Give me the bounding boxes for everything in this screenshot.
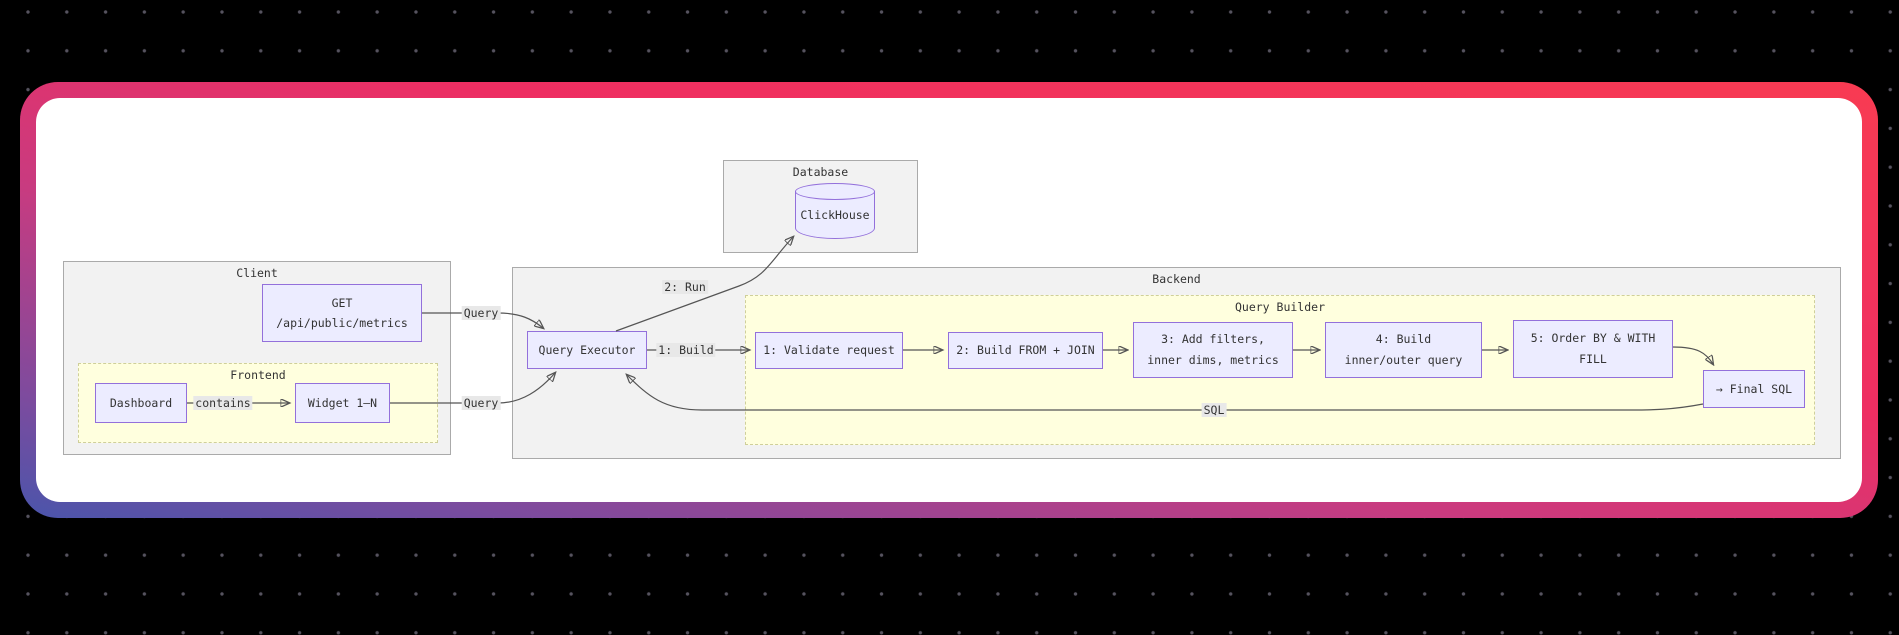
step3-node: 3: Add filters, inner dims, metrics: [1133, 322, 1293, 378]
edge-label-sql: SQL: [1201, 403, 1227, 417]
clickhouse-node: ClickHouse: [795, 183, 875, 240]
cluster-frontend-label: Frontend: [230, 368, 286, 382]
clickhouse-label: ClickHouse: [800, 207, 870, 222]
step4-line2: inner/outer query: [1344, 353, 1463, 367]
step3-line1: 3: Add filters,: [1161, 332, 1265, 346]
step4-line1: 4: Build: [1375, 332, 1432, 346]
edge-label-query-widget: Query: [461, 396, 501, 410]
edge-label-contains: contains: [193, 396, 253, 410]
step3-line2: inner dims, metrics: [1147, 353, 1279, 367]
dashboard-node: Dashboard: [95, 383, 187, 423]
get-endpoint-line1: GET: [331, 296, 353, 310]
step1-label: 1: Validate request: [763, 343, 895, 357]
step5-line2: FILL: [1579, 352, 1607, 366]
step5-line1: 5: Order BY & WITH: [1530, 331, 1656, 345]
final-sql-node: → Final SQL: [1703, 370, 1805, 408]
widget-node: Widget 1–N: [295, 383, 390, 423]
widget-label: Widget 1–N: [307, 395, 378, 410]
step5-node: 5: Order BY & WITH FILL: [1513, 320, 1673, 378]
get-endpoint-line2: /api/public/metrics: [276, 316, 408, 330]
dashboard-label: Dashboard: [109, 395, 173, 410]
step4-node: 4: Build inner/outer query: [1325, 322, 1482, 378]
step2-node: 2: Build FROM + JOIN: [948, 332, 1103, 369]
edge-label-query-get: Query: [461, 306, 501, 320]
cylinder-top-ellipse: [795, 183, 875, 200]
query-executor-label: Query Executor: [538, 342, 636, 357]
cluster-backend-label: Backend: [1152, 272, 1201, 286]
edge-label-build: 1: Build: [656, 343, 716, 357]
cluster-query-builder-label: Query Builder: [1234, 300, 1325, 314]
edge-label-run: 2: Run: [662, 280, 708, 294]
cluster-client-label: Client: [236, 266, 278, 280]
step1-node: 1: Validate request: [755, 332, 903, 369]
final-sql-label: → Final SQL: [1715, 381, 1793, 396]
step2-label: 2: Build FROM + JOIN: [956, 343, 1095, 357]
cluster-database-label: Database: [792, 165, 849, 179]
get-endpoint-node: GET /api/public/metrics: [262, 284, 422, 342]
query-executor-node: Query Executor: [527, 331, 647, 369]
